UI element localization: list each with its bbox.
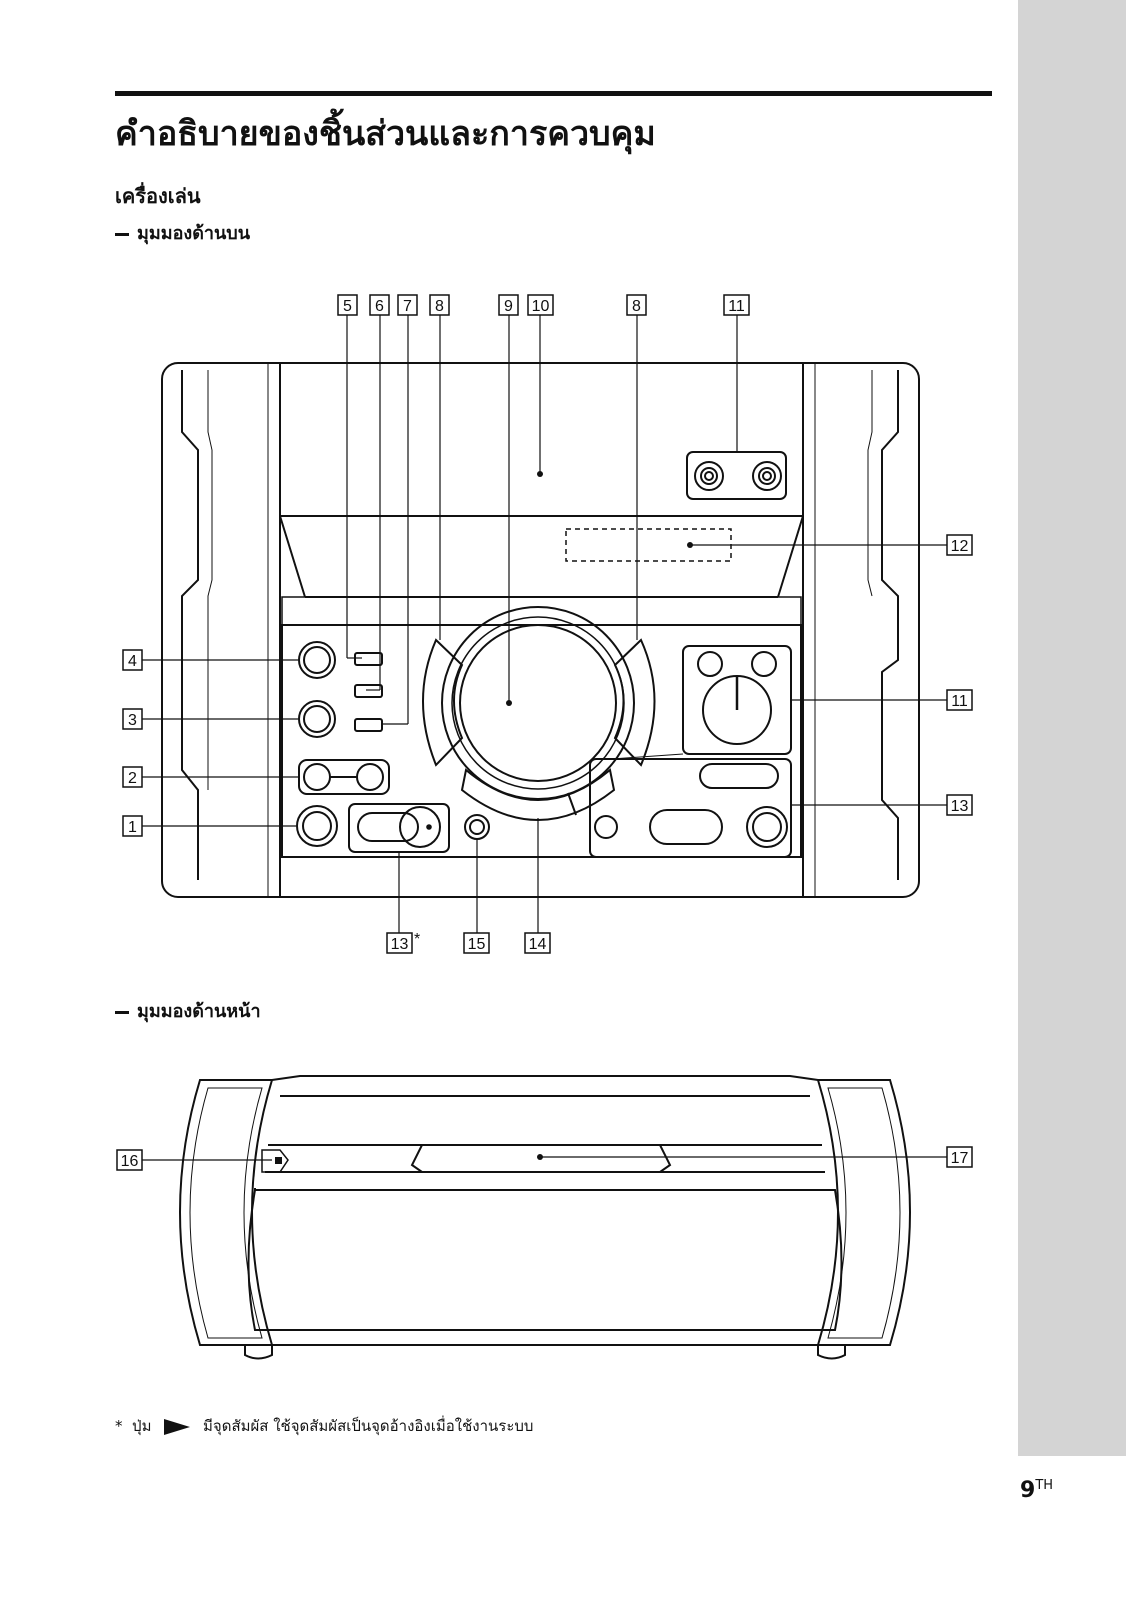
- page-number: 9TH: [1020, 1478, 1054, 1503]
- title-rule: [115, 91, 992, 96]
- top-view-label: มุมมองด้านบน: [115, 218, 250, 247]
- callout-17: 17: [951, 1150, 969, 1167]
- callout-16: 16: [121, 1153, 139, 1170]
- callout-7: 7: [403, 298, 412, 315]
- callout-14: 14: [529, 936, 547, 953]
- callout-13: 13: [951, 798, 969, 815]
- callout-10: 10: [532, 298, 550, 315]
- footnote: * ปุ่ม มีจุดสัมผัส ใช้จุดสัมผัสเป็นจุดอ้…: [115, 1417, 534, 1435]
- section-heading: เครื่องเล่น: [115, 184, 201, 208]
- callout-1: 1: [128, 819, 137, 836]
- callout-13-star: 13: [391, 936, 409, 953]
- callout-8b: 8: [632, 298, 641, 315]
- callout-4: 4: [128, 653, 137, 670]
- callout-8: 8: [435, 298, 444, 315]
- callout-12: 12: [951, 538, 969, 555]
- callout-6: 6: [375, 298, 384, 315]
- unit-outline: [161, 362, 920, 898]
- callout-11: 11: [728, 298, 745, 315]
- callout-9: 9: [504, 298, 513, 315]
- callout-15: 15: [468, 936, 486, 953]
- callout-11b: 11: [951, 693, 968, 710]
- asterisk-mark: *: [414, 931, 420, 948]
- front-view-label: มุมมองด้านหน้า: [115, 996, 261, 1025]
- side-tab: [1018, 0, 1126, 1456]
- callout-5: 5: [343, 298, 352, 315]
- callout-2: 2: [128, 770, 137, 787]
- callout-3: 3: [128, 712, 137, 729]
- page-title: คำอธิบายของชิ้นส่วนและการควบคุม: [115, 114, 656, 154]
- play-triangle-icon: [164, 1418, 191, 1435]
